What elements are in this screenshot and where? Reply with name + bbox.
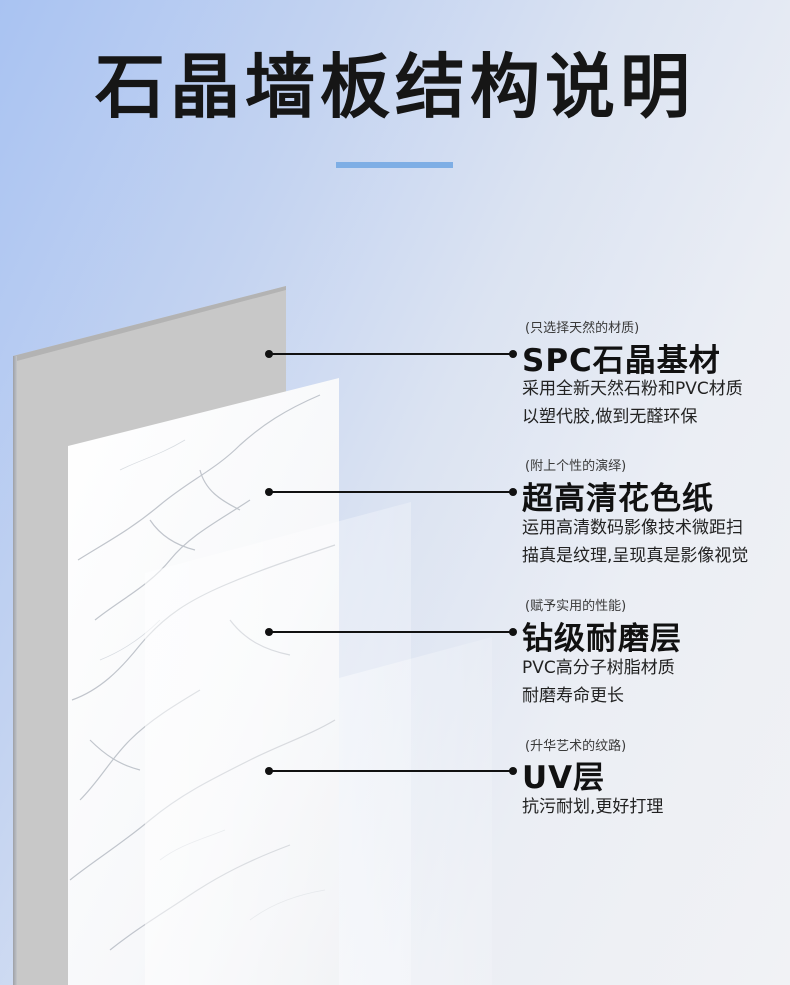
layer-note: (升华艺术的纹路) <box>525 739 627 754</box>
callout-dot <box>509 488 517 496</box>
layer-desc-line2: 描真是纹理,呈现真是影像视觉 <box>522 546 749 566</box>
layer-desc-line1: 采用全新天然石粉和PVC材质 <box>522 379 743 399</box>
callout-dot <box>509 350 517 358</box>
callout-leader-line <box>269 631 513 633</box>
layer-note: (附上个性的演绎) <box>525 459 627 474</box>
layer-name: 钻级耐磨层 <box>522 621 682 657</box>
callout-dot <box>509 767 517 775</box>
callout-leader-line <box>269 491 513 493</box>
layer-name: UV层 <box>522 760 606 796</box>
uv-layer <box>339 637 492 985</box>
layer-desc-line1: PVC高分子树脂材质 <box>522 658 675 678</box>
layer-note: (赋予实用的性能) <box>525 599 627 614</box>
title-accent-bar <box>336 162 453 168</box>
callout-leader-line <box>269 770 513 772</box>
layer-desc-line1: 抗污耐划,更好打理 <box>522 797 664 817</box>
callout-dot <box>509 628 517 636</box>
page-title: 石晶墙板结构说明 <box>95 46 695 128</box>
layer-desc-line1: 运用高清数码影像技术微距扫 <box>522 518 743 538</box>
layer-name: SPC石晶基材 <box>522 343 721 379</box>
layer-note: (只选择天然的材质) <box>525 321 640 336</box>
layer-name: 超高清花色纸 <box>522 481 714 517</box>
layer-desc-line2: 耐磨寿命更长 <box>522 686 624 706</box>
callout-leader-line <box>269 353 513 355</box>
layer-desc-line2: 以塑代胶,做到无醛环保 <box>522 407 698 427</box>
